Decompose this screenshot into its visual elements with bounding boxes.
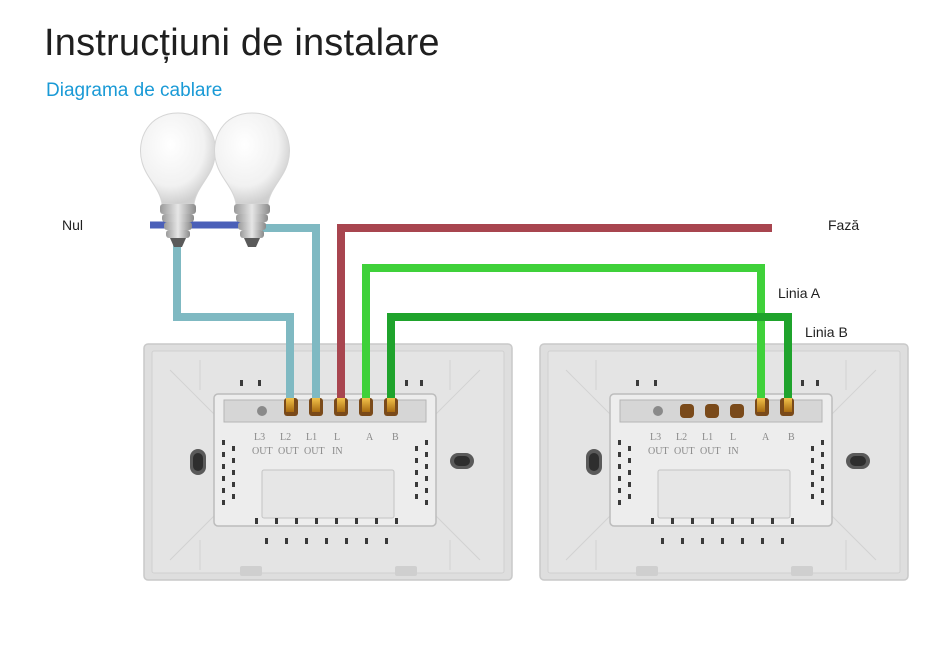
terminal-function-out-2: OUT xyxy=(278,446,299,457)
terminal-function-in: IN xyxy=(728,446,739,457)
phase-wire xyxy=(337,222,820,400)
neutral-label: Nul xyxy=(62,217,83,233)
terminal-function-out-1: OUT xyxy=(252,446,273,457)
terminal-label-l2: L2 xyxy=(676,432,687,443)
page-title: Instrucțiuni de instalare xyxy=(44,22,440,64)
terminal-label-l3: L3 xyxy=(254,432,265,443)
terminal-label-a: A xyxy=(762,432,770,443)
terminal-label-l1: L1 xyxy=(306,432,317,443)
terminal-label-l: L xyxy=(730,432,736,443)
terminal-function-out-3: OUT xyxy=(304,446,325,457)
terminal-function-out-1: OUT xyxy=(648,446,669,457)
switch-panel-left: L3 L2 L1 L A B OUT OUT OUT IN xyxy=(143,343,513,581)
line-a-wire xyxy=(362,264,765,400)
light-bulb-2 xyxy=(214,112,290,247)
terminal-label-l3: L3 xyxy=(650,432,661,443)
line-b-wire xyxy=(387,313,792,400)
terminal-label-a: A xyxy=(366,432,374,443)
phase-label: Fază xyxy=(828,217,859,233)
light-bulb-1 xyxy=(140,112,216,247)
terminal-label-l: L xyxy=(334,432,340,443)
terminal-function-out-3: OUT xyxy=(700,446,721,457)
terminal-label-b: B xyxy=(392,432,399,443)
page-subtitle: Diagrama de cablare xyxy=(46,80,223,101)
terminal-label-l2: L2 xyxy=(280,432,291,443)
line-a-label: Linia A xyxy=(778,285,821,301)
terminal-function-in: IN xyxy=(332,446,343,457)
line-b-label: Linia B xyxy=(805,324,848,340)
terminal-function-out-2: OUT xyxy=(674,446,695,457)
switch-panel-right: L3 L2 L1 L A B OUT OUT OUT IN xyxy=(539,343,909,581)
load-wire-bulb-1 xyxy=(173,245,294,400)
terminal-label-l1: L1 xyxy=(702,432,713,443)
terminal-label-b: B xyxy=(788,432,795,443)
load-wire-bulb-2 xyxy=(262,224,320,400)
